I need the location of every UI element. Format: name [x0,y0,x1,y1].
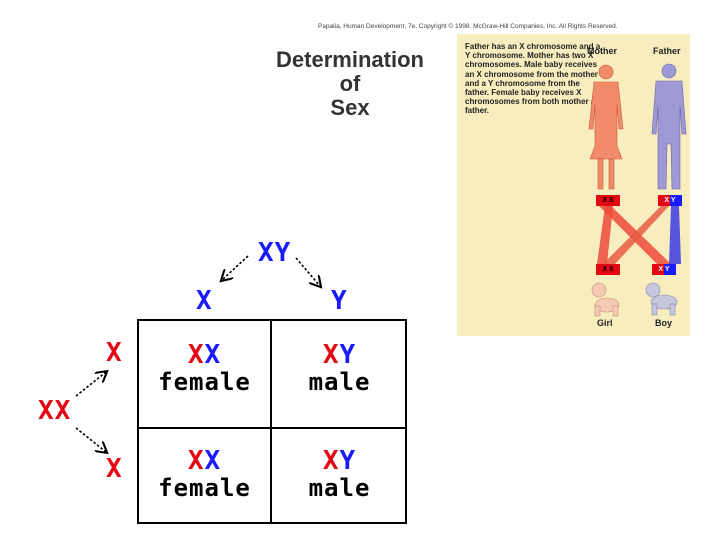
father-silhouette [651,63,687,190]
mother-gamete-top: X [106,338,123,368]
cell-sex-label: female [158,368,251,396]
cell-allele-father: X [204,340,222,370]
cell-sex-label: male [308,368,371,396]
father-x: X [258,238,275,268]
punnett-cell-bottom-left: XX female [139,429,270,529]
arrow-to-mother-top [75,372,106,397]
punnett-cell-top-right: XY male [274,321,405,421]
girl-label: Girl [597,318,613,328]
figure-description: Father has an X chromosome and a Y chrom… [465,42,606,116]
cell-sex-label: female [158,474,251,502]
figure-illustration [588,63,687,317]
boy-chromosomes: X Y [658,266,670,273]
mother-gamete-bottom: X [106,454,123,484]
boy-label: Boy [655,318,673,328]
cell-allele-mother: X [187,446,205,476]
cell-allele-mother: X [187,340,205,370]
mother-label: Mother [587,46,617,56]
girl-illustration [591,282,620,317]
mother-chromosomes: X X [602,197,614,204]
copyright-notice: Papalia, Human Development, 7e. Copyrigh… [318,23,618,30]
father-genotype: XY [258,238,291,268]
arrow-to-father-x [222,255,249,280]
cell-sex-label: male [308,474,371,502]
cell-allele-father: X [204,446,222,476]
textbook-figure: Father has an X chromosome and a Y chrom… [457,34,690,336]
cell-allele-mother: X [322,340,340,370]
page-title: Determination of Sex [255,48,445,120]
title-line-3: Sex [330,95,370,120]
mother-silhouette [588,64,624,190]
cell-allele-father: Y [339,340,357,370]
grid-divider-horizontal [139,427,405,429]
girl-chromosomes: X X [602,266,614,273]
cell-allele-father: Y [339,446,357,476]
father-label: Father [653,46,681,56]
title-line-2: of [339,71,361,96]
arrow-to-mother-bottom [75,427,106,452]
mother-genotype: XX [38,396,72,426]
cell-allele-mother: X [322,446,340,476]
father-gamete-y: Y [331,286,348,316]
arrow-to-father-y [295,257,320,286]
father-y: Y [274,238,292,268]
punnett-square: XX female XY male XX female XY male [137,319,407,524]
grid-divider-vertical [270,321,272,522]
title-line-1: Determination [276,47,424,72]
boy-illustration [645,282,678,316]
father-gamete-x: X [196,286,213,316]
father-chromosomes: X Y [664,197,676,204]
punnett-cell-bottom-right: XY male [274,429,405,529]
punnett-cell-top-left: XX female [139,321,270,421]
